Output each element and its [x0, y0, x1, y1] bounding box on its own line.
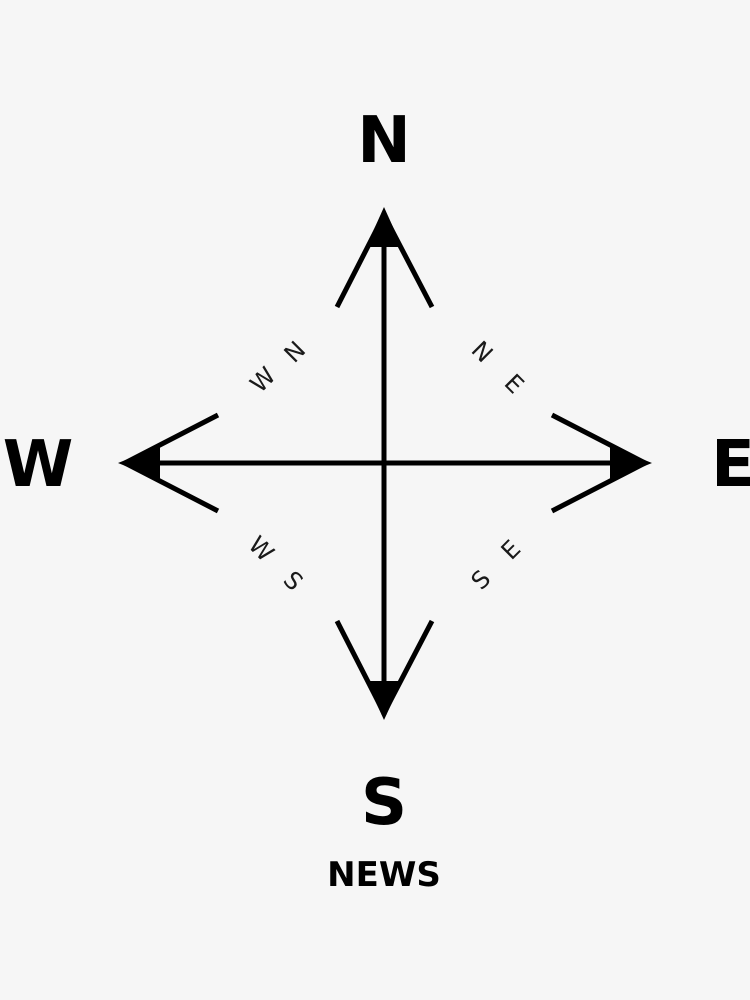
caption: NEWS: [327, 855, 441, 895]
east-arrow: [550, 412, 652, 514]
north-label: N: [357, 104, 411, 178]
east-label: E: [711, 428, 750, 502]
nw-label-first: W: [245, 362, 282, 399]
sw-label-first: W: [243, 531, 280, 568]
south-label: S: [361, 766, 407, 840]
ne-label-second: E: [499, 369, 530, 400]
sw-label-second: S: [278, 566, 309, 597]
west-label: W: [3, 428, 74, 502]
south-arrow: [334, 619, 435, 720]
nw-label-second: N: [279, 336, 311, 368]
se-label-second: E: [496, 535, 527, 566]
ne-label-first: N: [466, 336, 498, 368]
se-label-first: S: [466, 565, 497, 596]
north-arrow: [334, 207, 435, 309]
west-arrow: [118, 412, 220, 514]
